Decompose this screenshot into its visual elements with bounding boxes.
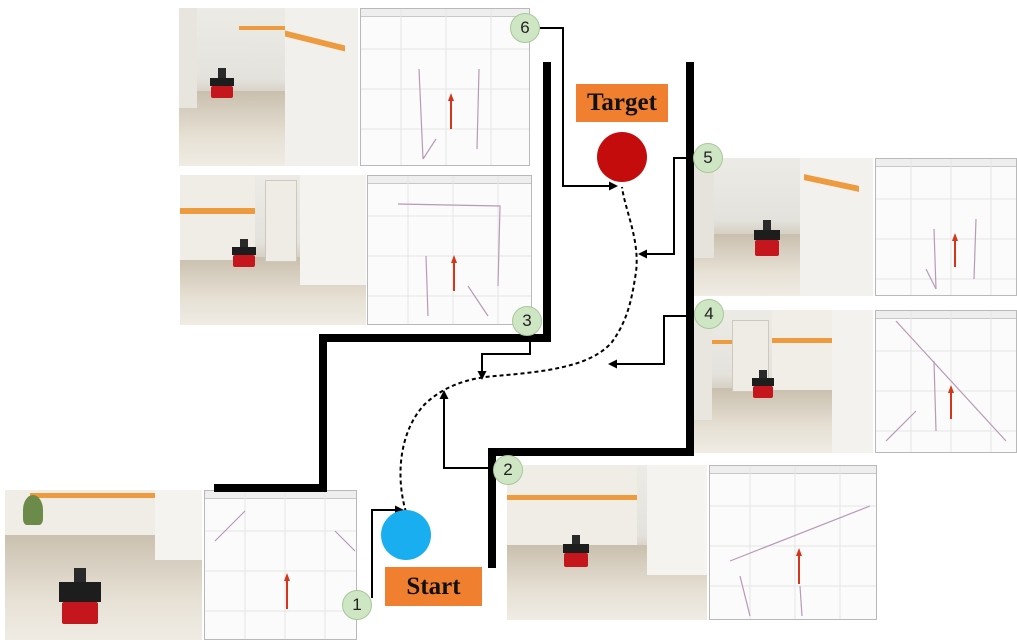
- robot: [232, 239, 256, 267]
- rviz-view-6: [360, 8, 530, 166]
- leader-5: [638, 157, 690, 259]
- waypoint-badge-3: 3: [512, 306, 542, 336]
- corridor-photo-4: [692, 310, 873, 453]
- start-label: Start: [385, 567, 482, 606]
- leader-1: [371, 505, 404, 598]
- target-marker: [597, 132, 647, 182]
- start-marker: [381, 510, 431, 560]
- rviz-view-3: [367, 175, 532, 325]
- corridor-walls: [214, 62, 694, 568]
- robot: [210, 68, 234, 98]
- robot: [563, 535, 589, 567]
- waypoint-badge-4: 4: [694, 299, 724, 329]
- waypoint-badge-2: 2: [493, 455, 523, 485]
- corridor-photo-2: [507, 465, 707, 620]
- leader-3: [477, 336, 531, 380]
- corridor-photo-1: [5, 490, 202, 640]
- rviz-view-1: [204, 490, 357, 640]
- corridor-photo-6: [179, 8, 358, 166]
- waypoint-badge-5: 5: [693, 143, 723, 173]
- leader-2: [439, 390, 492, 469]
- waypoint-badge-1: 1: [342, 590, 372, 620]
- corridor-photo-3: [180, 175, 366, 325]
- target-label: Target: [576, 84, 668, 122]
- leader-6: [540, 27, 618, 191]
- leader-4: [608, 315, 690, 369]
- robot: [59, 568, 101, 630]
- robot: [752, 370, 774, 398]
- waypoint-badge-6: 6: [510, 13, 540, 43]
- rviz-view-2: [709, 465, 877, 620]
- corridor-photo-5: [692, 158, 873, 296]
- rviz-view-5: [875, 158, 1017, 296]
- robot-trajectory: [399, 186, 638, 513]
- rviz-view-4: [875, 310, 1017, 453]
- robot: [754, 220, 780, 258]
